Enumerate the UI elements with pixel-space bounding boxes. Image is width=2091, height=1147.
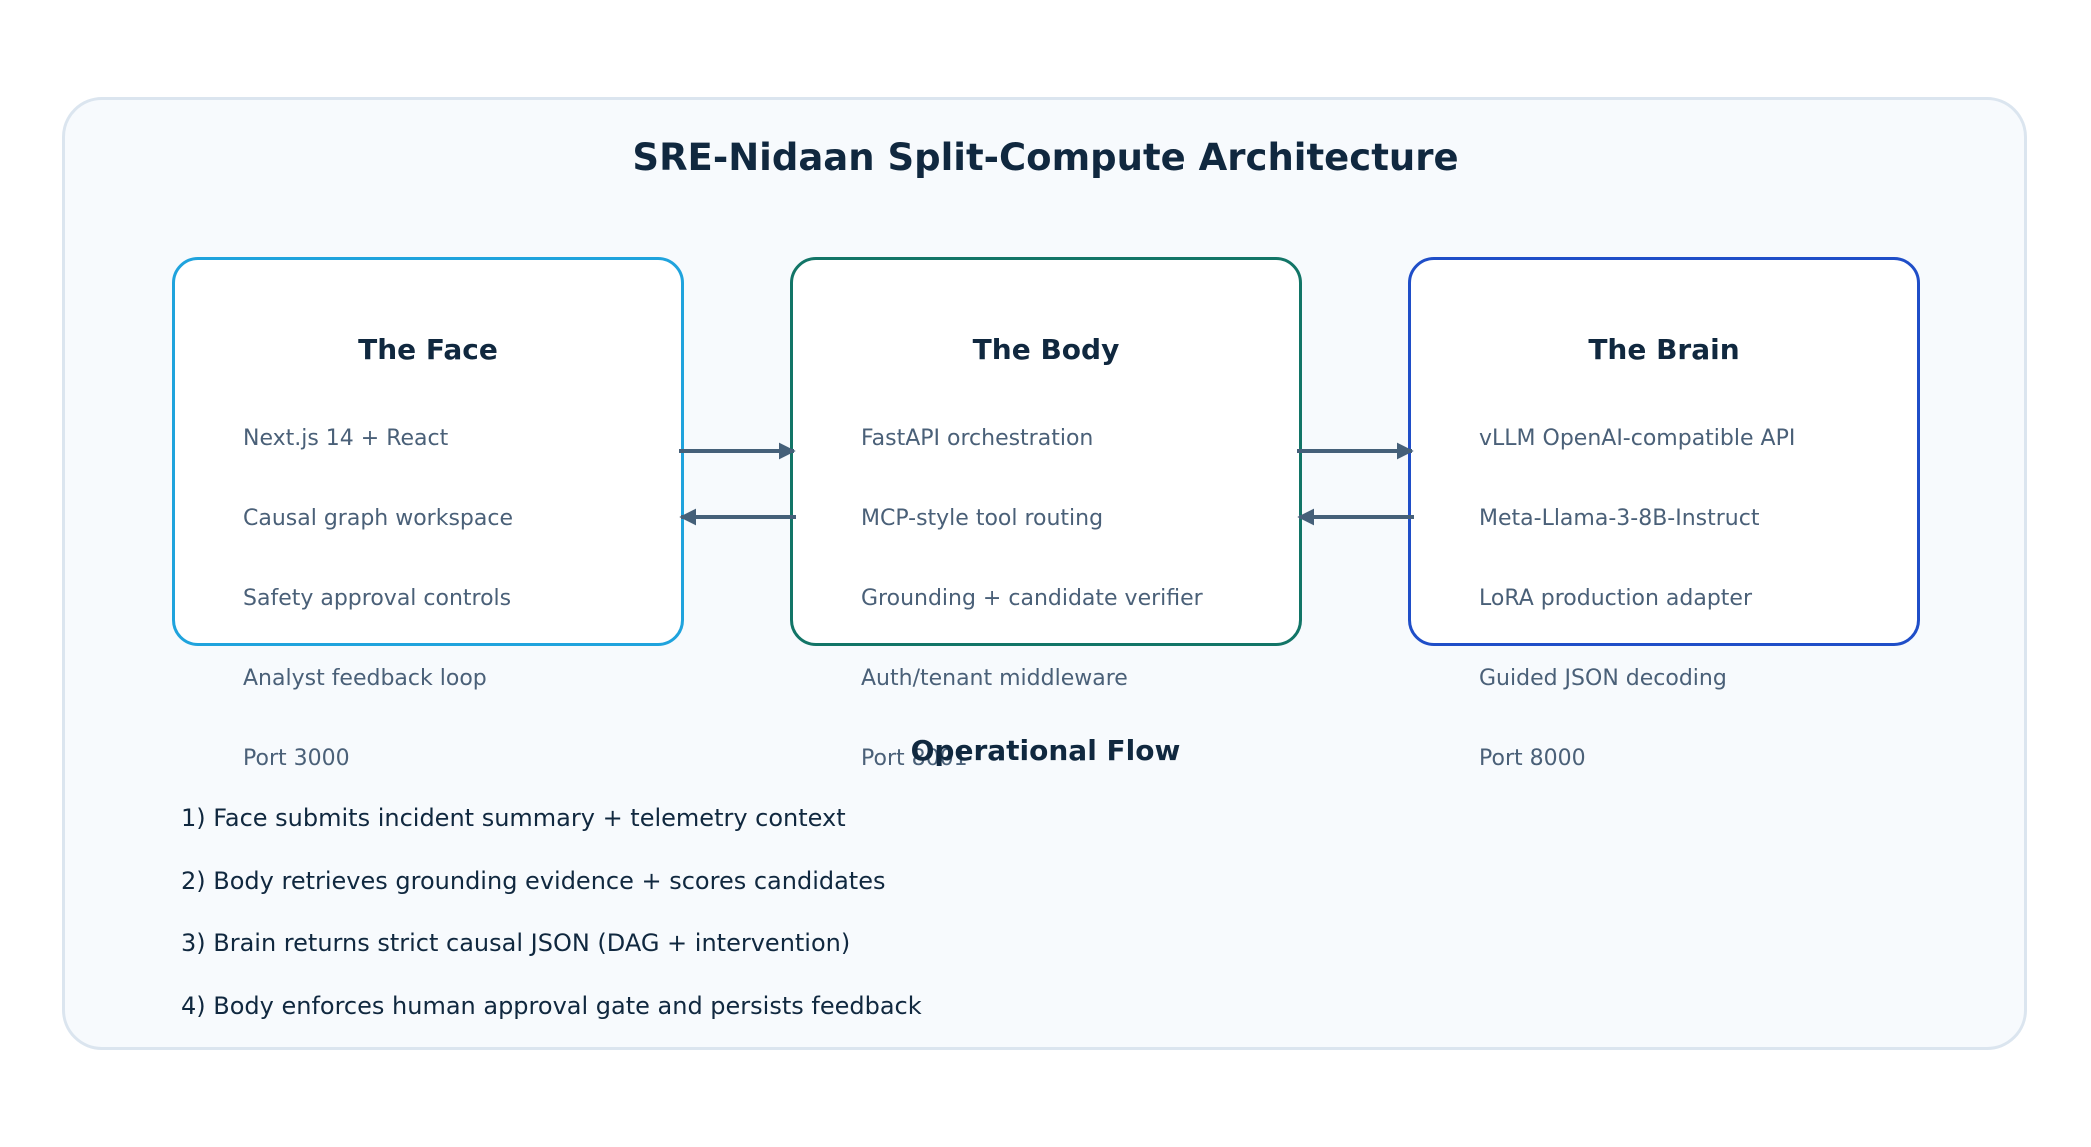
brain-port-label: Port 8000 (1479, 746, 1586, 771)
brain-feature-item: Guided JSON decoding (1479, 666, 1727, 691)
body-feature-list: FastAPI orchestration MCP-style tool rou… (861, 420, 1203, 820)
face-feature-list: Next.js 14 + React Causal graph workspac… (243, 420, 513, 820)
brain-card-title: The Brain (1588, 333, 1740, 366)
flow-title: Operational Flow (910, 734, 1181, 767)
body-card (790, 257, 1302, 646)
body-card-title: The Body (972, 333, 1120, 366)
flow-step: 1) Face submits incident summary + telem… (181, 804, 846, 832)
brain-feature-item: LoRA production adapter (1479, 586, 1752, 611)
face-card-title: The Face (358, 333, 498, 366)
face-feature-item: Safety approval controls (243, 586, 512, 611)
body-feature-item: MCP-style tool routing (861, 506, 1104, 531)
body-feature-item: FastAPI orchestration (861, 426, 1094, 451)
flow-step: 3) Brain returns strict causal JSON (DAG… (181, 929, 851, 957)
face-feature-item: Next.js 14 + React (243, 426, 449, 451)
flow-step: 2) Body retrieves grounding evidence + s… (181, 866, 886, 895)
brain-card (1408, 257, 1920, 646)
diagram-title: SRE-Nidaan Split-Compute Architecture (632, 136, 1459, 179)
brain-feature-item: Meta-Llama-3-8B-Instruct (1479, 506, 1760, 531)
face-feature-item: Causal graph workspace (243, 506, 514, 531)
body-feature-item: Auth/tenant middleware (861, 666, 1128, 691)
flow-step-list: 1) Face submits incident summary + telem… (181, 800, 922, 1050)
body-port-label: Port 8001 (861, 746, 968, 771)
brain-feature-list: vLLM OpenAI-compatible API Meta-Llama-3-… (1479, 420, 1795, 820)
face-card (172, 257, 684, 646)
flow-step: 4) Body enforces human approval gate and… (181, 991, 922, 1020)
face-port-label: Port 3000 (243, 746, 350, 771)
brain-feature-item: vLLM OpenAI-compatible API (1479, 426, 1796, 451)
body-feature-item: Grounding + candidate verifier (861, 586, 1203, 611)
face-feature-item: Analyst feedback loop (243, 666, 487, 691)
